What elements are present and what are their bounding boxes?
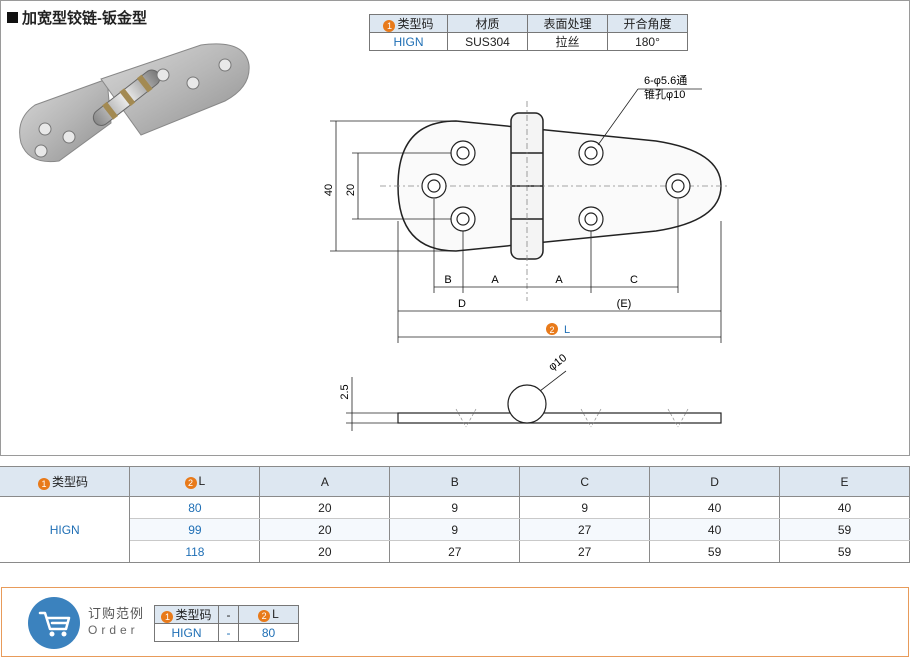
hole-note-1: 6-φ5.6通: [644, 74, 687, 87]
hole-note-2: 锥孔φ10: [644, 88, 685, 101]
title-square-icon: [7, 12, 18, 23]
dim-cell: 40: [649, 518, 781, 541]
dim-header-C: C: [519, 466, 651, 497]
dim-C: C: [630, 274, 638, 286]
dim-cell: 27: [389, 540, 521, 563]
spec-header-surface: 表面处理: [527, 14, 608, 33]
table-row: HIGN 80 20 9 9 40 40: [0, 496, 910, 563]
dim-cell: 20: [259, 496, 391, 519]
dim-header-B: B: [389, 466, 521, 497]
badge-2-icon: 2: [258, 610, 271, 622]
order-cell-L: 80: [238, 623, 299, 642]
table-row: 118 20 27 27 59 59: [0, 540, 910, 563]
dim-header-E: E: [779, 466, 910, 497]
spec-cell-angle: 180°: [607, 32, 688, 51]
dim-2-5: 2.5: [339, 384, 351, 399]
dim-cell: 9: [519, 496, 651, 519]
cart-icon: [28, 597, 80, 649]
badge-1-icon: 1: [38, 478, 50, 490]
dim-A-left: A: [491, 274, 499, 286]
order-cell-type: HIGN: [154, 623, 219, 642]
dim-A-right: A: [555, 274, 563, 286]
technical-drawing: 6-φ5.6通 锥孔φ10 40 20 B A A C D: [323, 74, 728, 431]
dim-cell: 40: [779, 496, 910, 519]
dim-40: 40: [323, 184, 335, 196]
order-header-sep: -: [218, 605, 239, 624]
badge-2-icon: [546, 323, 558, 335]
dim-cell: 80: [129, 496, 261, 519]
spec-cell-type: HIGN: [369, 32, 448, 51]
dim-cell: 27: [519, 518, 651, 541]
dim-cell: 20: [259, 540, 391, 563]
dim-cell-model: HIGN: [0, 496, 131, 563]
spec-cell-surface: 拉丝: [527, 32, 608, 51]
badge-1-icon: 1: [161, 611, 174, 623]
table-row: 99 20 9 27 40 59: [0, 518, 910, 541]
dim-cell: 99: [129, 518, 261, 541]
dim-20: 20: [345, 184, 357, 196]
dim-L: L: [564, 324, 570, 336]
dim-cell: 27: [519, 540, 651, 563]
dim-D: D: [458, 298, 466, 310]
page-title-text: 加宽型铰链-钣金型: [22, 10, 147, 27]
badge-1-icon: 1: [383, 20, 396, 32]
dim-L-badge: 2: [549, 325, 554, 335]
spec-header-material: 材质: [447, 14, 528, 33]
dim-cell: 9: [389, 496, 521, 519]
product-photo: [19, 43, 250, 163]
spec-cell-material: SUS304: [447, 32, 528, 51]
dim-B: B: [444, 274, 451, 286]
order-cell-sep: -: [218, 623, 239, 642]
dim-cell: 20: [259, 518, 391, 541]
dim-cell: 118: [129, 540, 261, 563]
dim-cell: 59: [779, 518, 910, 541]
dim-phi10: φ10: [546, 352, 569, 373]
dim-header-D: D: [649, 466, 781, 497]
order-title: 订购范例: [88, 606, 145, 621]
dim-cell: 59: [779, 540, 910, 563]
dim-cell: 59: [649, 540, 781, 563]
dim-cell: 9: [389, 518, 521, 541]
dim-cell: 40: [649, 496, 781, 519]
page-title: 加宽型铰链-钣金型: [7, 7, 147, 28]
badge-2-icon: 2: [184, 477, 197, 489]
dim-E: (E): [617, 298, 632, 310]
dim-header-A: A: [259, 466, 391, 497]
order-subtitle: Order: [88, 623, 139, 637]
spec-header-angle: 开合角度: [607, 14, 688, 33]
